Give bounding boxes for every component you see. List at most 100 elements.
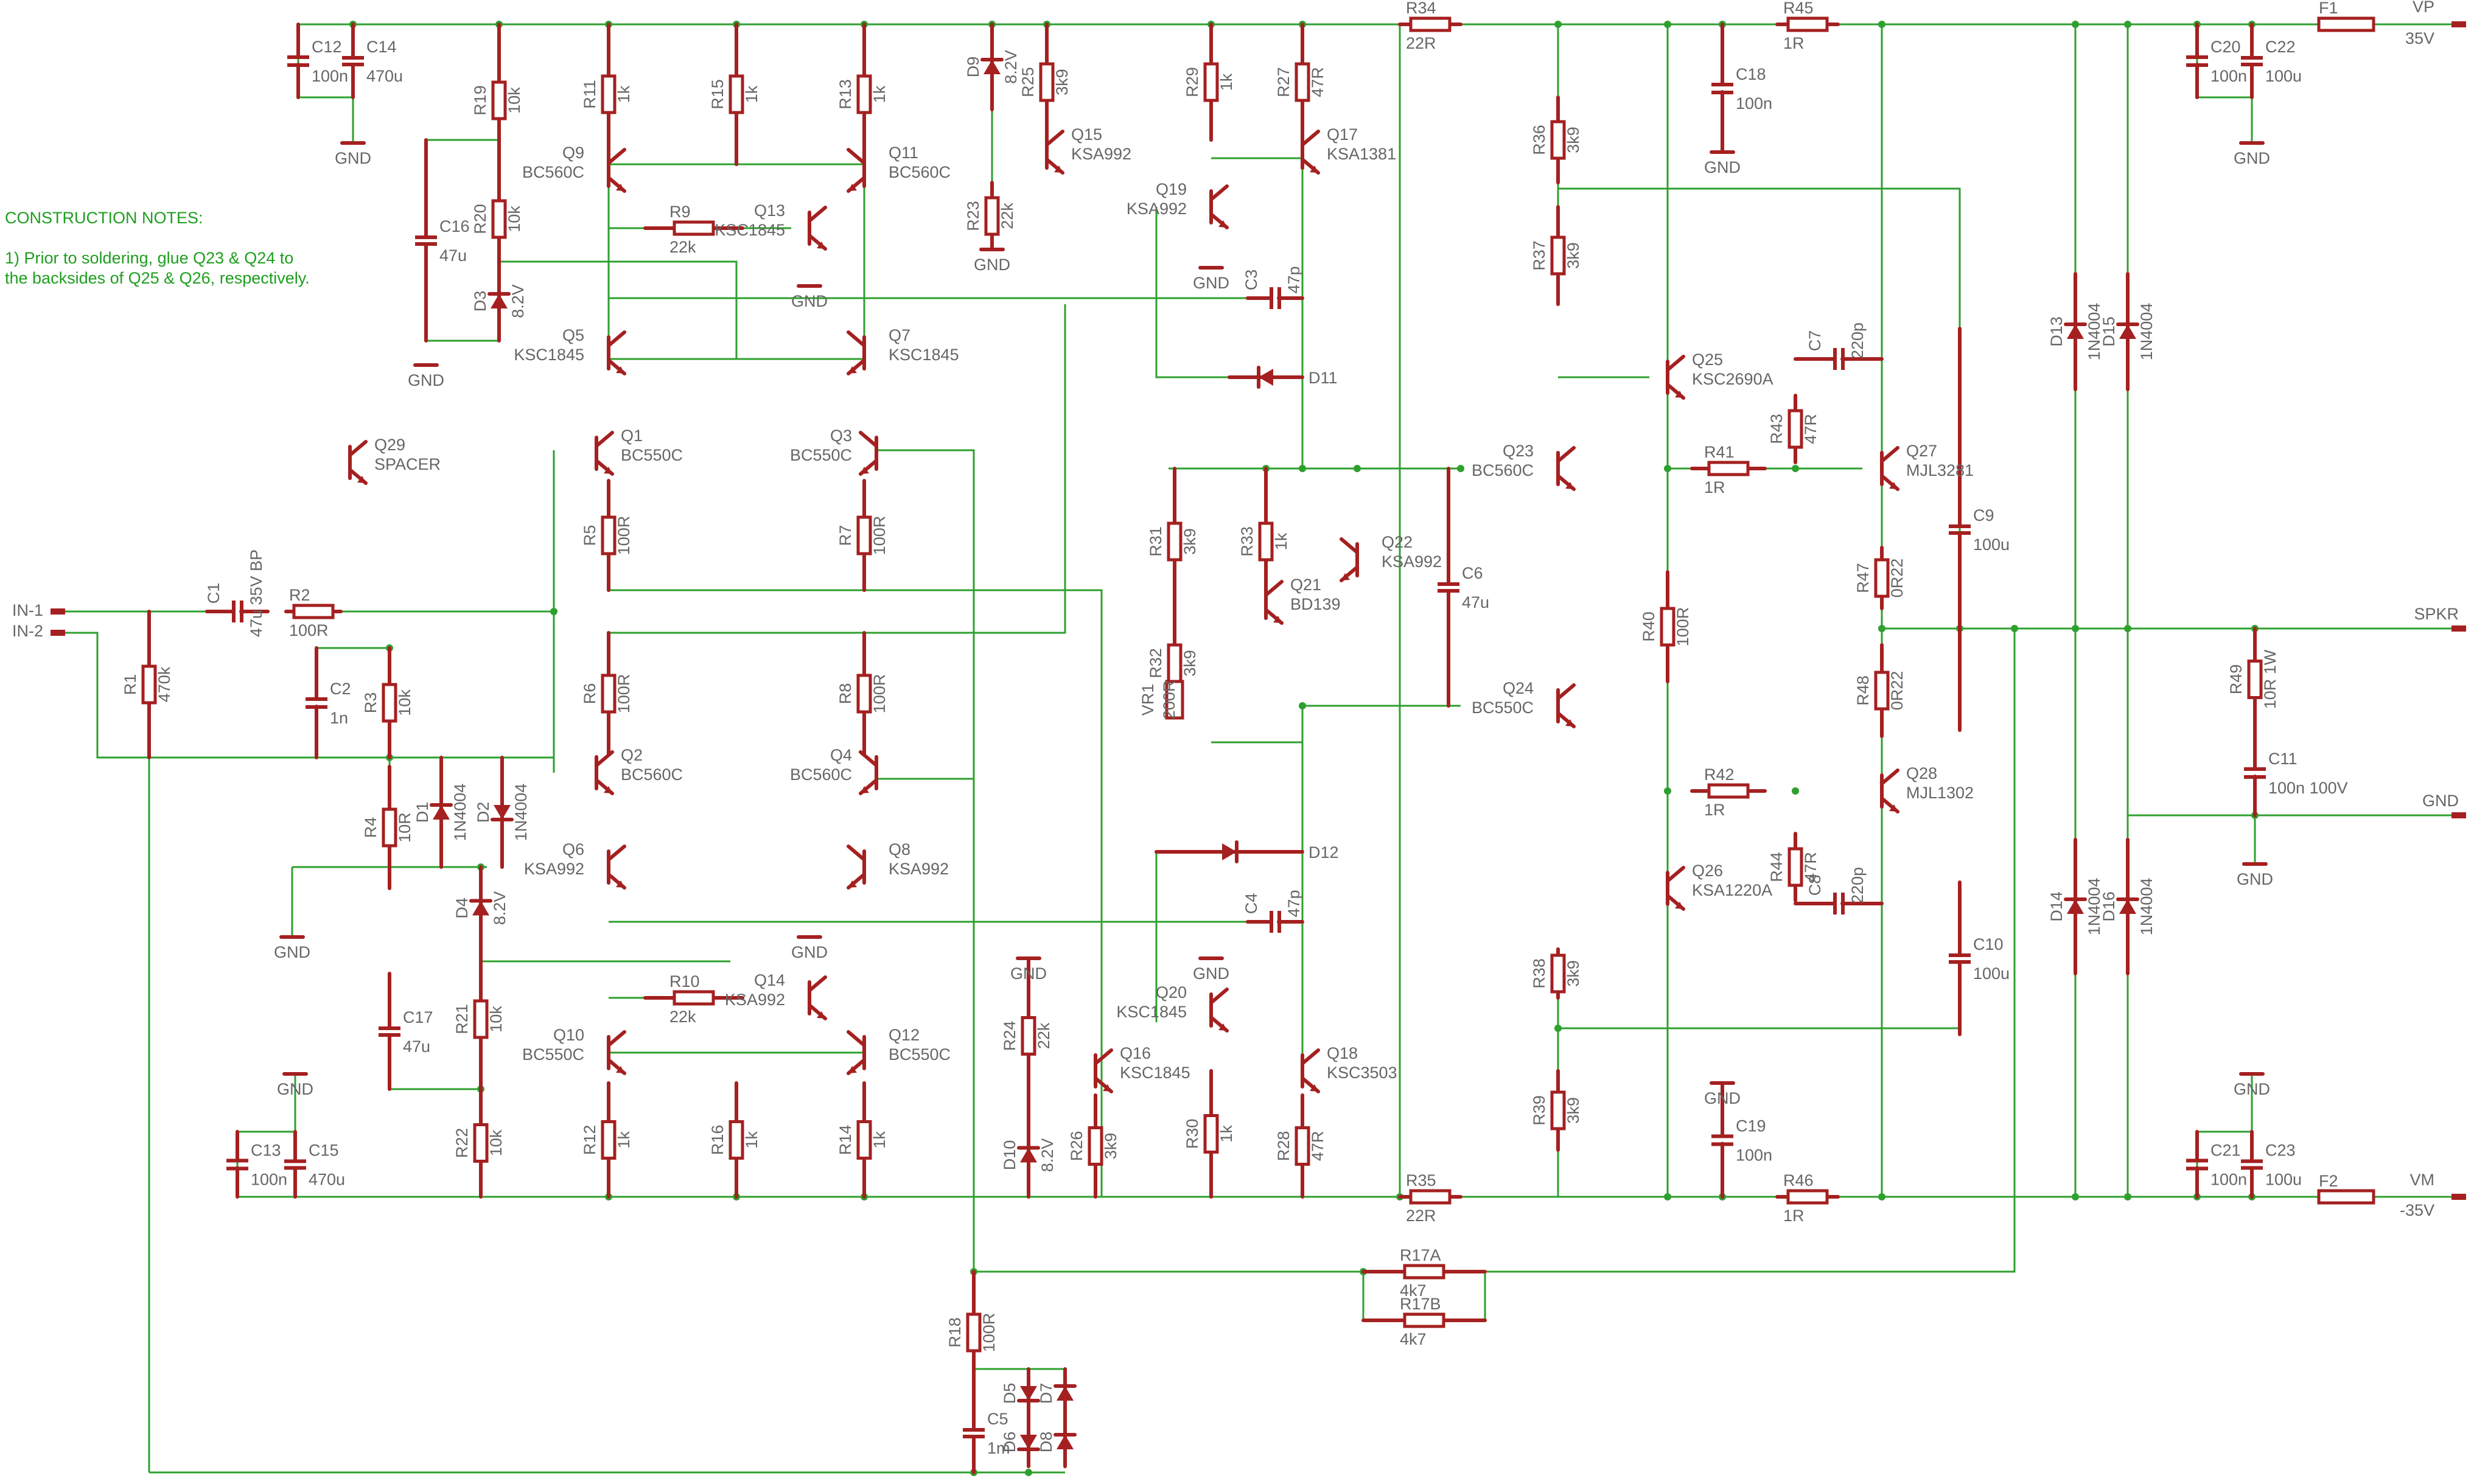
transistor-ref-q10: Q10 [553,1026,584,1044]
fuse-f2 [2317,1189,2375,1205]
diode-value-d4: 8.2V [491,891,509,925]
transistor-ref-q6: Q6 [562,840,584,859]
resistor-r6 [601,631,617,756]
resistor-ref-r34: R34 [1406,0,1436,17]
junction-dot [2124,625,2131,632]
ground-label: GND [1704,1089,1741,1107]
resistor-ref-r1: R1 [121,674,139,695]
transistor-ref-q7: Q7 [889,326,910,344]
resistor-r22 [473,1087,489,1199]
resistor-value-r33: 1k [1272,532,1290,550]
transistor-ref-q24: Q24 [1503,679,1534,697]
resistor-value-r22: 10k [487,1129,505,1156]
diode-ref-d6: D6 [1001,1432,1019,1453]
resistor-ref-r3: R3 [362,692,380,714]
capacitor-ref-c11: C11 [2268,750,2298,768]
transistor-value-q15: KSA992 [1071,145,1131,163]
diode-ref-d5: D5 [1001,1383,1019,1404]
resistor-r27 [1295,23,1310,142]
wire [609,304,1066,634]
resistor-r19 [491,23,507,178]
ground-label: GND [408,371,444,389]
junction-dot [2011,625,2018,632]
diode-value-d10: 8.2V [1038,1138,1057,1172]
resistor-r21 [473,947,489,1091]
transistor-q4 [859,750,878,795]
capacitor-c21 [2186,1130,2208,1199]
resistor-value-r35: 22R [1406,1207,1436,1225]
capacitor-ref-c6: C6 [1462,564,1483,582]
capacitor-c15 [284,1130,306,1199]
resistor-ref-r27: R27 [1274,67,1293,97]
transistor-ref-q12: Q12 [889,1026,920,1044]
capacitor-value-c18: 100n [1736,94,1772,113]
junction-dot [1664,465,1671,472]
resistor-r18 [966,1270,982,1395]
resistor-r4 [382,765,397,890]
transistor-ref-q11: Q11 [889,144,918,162]
resistor-value-r45: 1R [1783,34,1805,52]
resistor-value-r10: 22k [669,1008,696,1026]
resistor-ref-r19: R19 [471,85,489,116]
diode-d1 [430,756,453,869]
diode-value-d13: 1N4004 [2085,303,2103,361]
transistor-value-q9: BC560C [522,163,584,181]
junction-dot [1664,21,1671,28]
ground-label: GND [277,1080,313,1098]
transistor-q11 [847,148,866,193]
transistor-value-q1: BC550C [621,446,683,464]
resistor-r36 [1550,96,1566,184]
capacitor-c12 [287,23,309,99]
resistor-r42 [1690,783,1767,799]
transistor-q26 [1666,866,1685,911]
capacitor-ref-c7: C7 [1806,330,1824,352]
resistor-ref-r46: R46 [1783,1171,1814,1190]
transistor-ref-q13: Q13 [754,201,785,220]
resistor-value-r2: 100R [289,621,329,639]
component-symbols [51,16,2466,1474]
capacitor-value-c10: 100u [1973,964,2010,983]
resistor-r40 [1660,570,1676,683]
resistor-value-r19: 10k [505,87,523,114]
capacitor-value-c3: 47p [1285,266,1303,293]
transistor-ref-q1: Q1 [621,427,643,445]
resistor-r10 [643,990,744,1006]
resistor-r35 [1398,1189,1462,1205]
resistor-ref-r8: R8 [836,683,854,705]
resistor-value-r23: 22k [998,203,1016,229]
resistor-r28 [1295,1093,1310,1199]
port-gnd [2451,812,2466,818]
capacitor-c16 [415,138,437,343]
resistor-value-r48: 0R22 [1888,671,1906,711]
transistor-ref-q26: Q26 [1692,862,1723,880]
resistor-r23 [984,181,1000,251]
transistor-ref-q21: Q21 [1290,576,1321,594]
transistor-q14 [808,975,827,1020]
capacitor-c10 [1949,880,1971,1036]
resistor-r48 [1874,643,1890,738]
resistor-ref-r44: R44 [1767,852,1786,882]
junction-dot [1792,465,1799,472]
resistor-r8 [856,631,872,756]
ground-label: GND [2237,870,2273,888]
resistor-ref-r9: R9 [669,203,691,221]
transistor-ref-q9: Q9 [562,144,584,162]
transistor-q27 [1880,446,1899,491]
resistor-ref-r33: R33 [1238,526,1256,557]
wire [609,589,1103,1197]
ground-label: GND [1193,964,1229,983]
pot-value-vr1: 200R [1160,680,1178,720]
resistor-ref-r22: R22 [453,1128,471,1158]
ground-label: GND [2234,149,2270,167]
resistor-value-r1: 470k [155,666,173,702]
transistor-ref-q27: Q27 [1906,442,1937,460]
junction-dot [1025,1469,1032,1476]
diode-ref-d7: D7 [1037,1383,1055,1404]
resistor-r12 [601,1081,617,1199]
port-spkr [2451,625,2466,632]
fuse-ref-f1: F1 [2319,0,2338,17]
capacitor-value-c21: 100n [2210,1171,2247,1189]
potentiometer-vr1 [1165,680,1184,720]
capacitor-ref-c18: C18 [1736,65,1766,83]
